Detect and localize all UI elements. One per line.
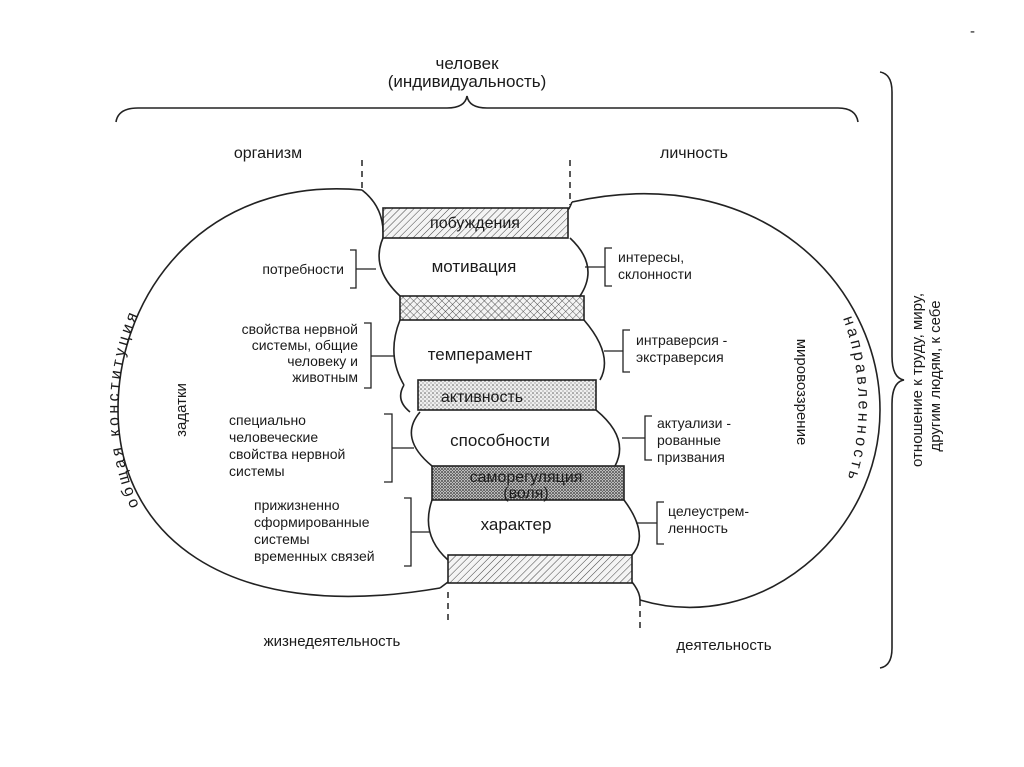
left-bracket-3: [384, 413, 414, 483]
left-item-lifetime-line-1: прижизненно: [254, 497, 340, 513]
left-item-nervous-common-line-4: животным: [292, 369, 358, 385]
right-item-vocations-line-1: актуализи -: [657, 415, 731, 431]
bottom-label-activity: деятельность: [676, 637, 771, 654]
left-column-label: организм: [234, 145, 302, 162]
right-item-purposefulness-line-2: ленность: [668, 520, 728, 536]
right-column-label: личность: [660, 145, 728, 162]
bar-label-self-regulation: саморегуляция: [470, 469, 583, 486]
left-arc-general-constitution: общая конституция: [105, 307, 142, 511]
bar-self-regulation: [431, 465, 625, 501]
bar-label-will: (воля): [503, 485, 549, 502]
right-bracket-2: [604, 329, 630, 373]
left-item-nervous-human-line-4: системы: [229, 463, 285, 479]
right-brace: [879, 71, 905, 669]
left-item-nervous-human-line-2: человеческие: [229, 429, 318, 445]
bar-label-impulses: побуждения: [430, 215, 520, 232]
left-item-nervous-common: свойства нервной системы, общие человеку…: [242, 321, 359, 385]
right-item-introversion-line-1: интраверсия -: [636, 332, 728, 348]
right-item-vocations-line-3: призвания: [657, 449, 725, 465]
bar-character-bottom: [447, 554, 633, 584]
bar-temperament-top: [399, 295, 585, 321]
right-item-vocations: актуализи - рованные призвания: [657, 415, 731, 465]
right-item-vocations-line-2: рованные: [657, 432, 721, 448]
diagram-title: человек: [435, 54, 499, 73]
block-character: характер: [481, 515, 552, 534]
left-item-lifetime-line-4: временных связей: [254, 548, 375, 564]
side-label-attitudes-line-1: отношение к труду, миру,: [909, 293, 926, 467]
left-item-lifetime-line-3: системы: [254, 531, 310, 547]
right-arc-worldview: мировоззрение: [793, 339, 810, 446]
right-bracket-3: [622, 415, 652, 461]
left-item-nervous-human-line-3: свойства нервной: [229, 446, 345, 462]
block-motivation: мотивация: [432, 257, 517, 276]
right-bracket-4: [636, 501, 664, 545]
bar-activity: [417, 379, 597, 411]
left-item-nervous-human-line-1: специально: [229, 412, 306, 428]
left-item-lifetime-connections: прижизненно сформированные системы време…: [254, 497, 375, 564]
left-item-nervous-common-line-2: системы, общие: [252, 337, 358, 353]
left-item-nervous-common-line-3: человеку и: [287, 353, 358, 369]
left-item-lifetime-line-2: сформированные: [254, 514, 370, 530]
left-arc-inclinations: задатки: [173, 383, 190, 437]
bar-impulses: [382, 207, 569, 239]
block-temperament: темперамент: [428, 345, 533, 364]
personality-lobe: [571, 192, 881, 609]
center-column-left-edge: [361, 189, 449, 589]
left-bracket-2: [364, 322, 395, 389]
left-bracket-4: [404, 497, 430, 567]
left-bracket-1: [350, 249, 376, 289]
right-item-introversion: интраверсия - экстраверсия: [636, 332, 728, 365]
left-item-nervous-human: специально человеческие свойства нервной…: [229, 412, 345, 479]
right-item-purposefulness: целеустрем- ленность: [668, 503, 749, 536]
diagram-subtitle: (индивидуальность): [388, 72, 547, 91]
right-bracket-1: [585, 247, 612, 287]
left-item-nervous-common-line-1: свойства нервной: [242, 321, 358, 337]
corner-mark: -: [970, 23, 975, 40]
organism-lobe: [117, 188, 441, 598]
right-item-interests-line-1: интересы,: [618, 249, 684, 265]
right-item-interests-line-2: склонности: [618, 266, 692, 282]
right-item-introversion-line-2: экстраверсия: [636, 349, 724, 365]
side-label-attitudes-line-2: другим людям, к себе: [927, 300, 944, 451]
bar-label-activity: активность: [441, 389, 523, 406]
right-item-interests: интересы, склонности: [618, 249, 692, 282]
left-item-needs: потребности: [262, 261, 344, 277]
right-item-purposefulness-line-1: целеустрем-: [668, 503, 749, 519]
bottom-label-life-activity: жизнедеятельность: [264, 633, 401, 650]
top-brace: [115, 95, 859, 123]
block-abilities: способности: [450, 431, 550, 450]
